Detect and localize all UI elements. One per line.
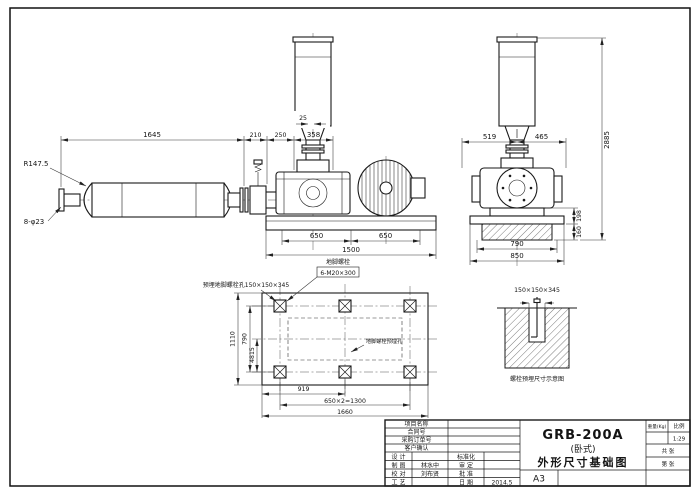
blower-casing bbox=[275, 171, 351, 215]
dim-2885: 2885 bbox=[603, 131, 611, 149]
anchor-bolt bbox=[403, 299, 417, 313]
dim-4815: 4815 bbox=[249, 347, 256, 363]
dim-358: 358 bbox=[307, 131, 320, 139]
anchor-bolt bbox=[338, 299, 352, 313]
dim-790: 790 bbox=[510, 240, 523, 248]
model-number: GRB-200A bbox=[542, 428, 623, 443]
inlet-silencer bbox=[292, 36, 334, 173]
note-inner: 地脚螺栓预埋孔 bbox=[366, 337, 403, 345]
anchor-bolt bbox=[273, 365, 287, 379]
label-design: 设 计 bbox=[392, 453, 406, 461]
anchor-bolt bbox=[273, 299, 287, 313]
label-customer: 客户确认 bbox=[404, 444, 428, 452]
label-review: 审 定 bbox=[459, 461, 473, 469]
dim-1660: 1660 bbox=[337, 409, 353, 416]
label-weight: 重量(Kg) bbox=[648, 423, 667, 430]
dim-198: 198 bbox=[576, 210, 583, 222]
value-check-name: 刘布贤 bbox=[421, 470, 439, 478]
label-purchase-order: 采购订单号 bbox=[401, 436, 431, 444]
plan-dimensions: 1110 790 4815 919 650×2=1300 1660 bbox=[230, 292, 429, 418]
dim-flange-holes: 8-φ23 bbox=[24, 218, 45, 226]
note-embedded-holes: 预埋地脚螺栓孔150×150×345 bbox=[203, 281, 290, 289]
dim-519: 519 bbox=[483, 133, 496, 141]
dim-radius: R147.5 bbox=[24, 160, 49, 168]
dim-650-right: 650 bbox=[379, 232, 392, 240]
dim-1500: 1500 bbox=[342, 246, 360, 254]
label-scale: 比例 bbox=[673, 422, 685, 430]
label-approve: 批 准 bbox=[459, 470, 473, 478]
drawing-title: 外形尺寸基础图 bbox=[537, 455, 629, 469]
label-project: 项目名称 bbox=[404, 420, 428, 428]
end-view-dimensions: 519 465 198 160 2885 790 850 bbox=[461, 37, 611, 265]
dim-650x2: 650×2=1300 bbox=[324, 398, 366, 405]
side-view-leaders: R147.5 8-φ23 bbox=[24, 160, 87, 226]
dim-650-left: 650 bbox=[310, 232, 323, 240]
label-contract: 合同号 bbox=[407, 428, 425, 436]
label-check: 校 对 bbox=[392, 470, 406, 478]
dim-465: 465 bbox=[535, 133, 548, 141]
dim-790-plan: 790 bbox=[242, 333, 249, 345]
dim-150x150x345: 150×150×345 bbox=[514, 287, 560, 294]
dim-919: 919 bbox=[298, 386, 310, 393]
side-view-dimensions: 1645 210 250 358 25 650 650 1500 bbox=[60, 111, 437, 259]
end-inlet-silencer bbox=[496, 36, 538, 169]
foundation-plan: 预埋地脚螺栓孔150×150×345 地脚螺栓 6-M20×300 地脚螺栓预埋… bbox=[203, 258, 438, 418]
note-anchor-bolt-spec: 6-M20×300 bbox=[320, 270, 355, 277]
value-scale: 1:29 bbox=[673, 437, 686, 443]
plan-notes: 预埋地脚螺栓孔150×150×345 地脚螺栓 6-M20×300 地脚螺栓预埋… bbox=[203, 258, 403, 353]
foundation-section bbox=[481, 223, 553, 241]
label-standardization: 标准化 bbox=[457, 453, 475, 461]
value-draft-name: 林水中 bbox=[421, 461, 439, 469]
sheet-border bbox=[9, 7, 691, 487]
dim-850: 850 bbox=[510, 252, 523, 260]
detail-caption: 螺栓预埋尺寸示意图 bbox=[510, 375, 564, 383]
title-block: 项目名称 合同号 采购订单号 客户确认 设 计 标准化 制 图 林水中 审 定 … bbox=[384, 419, 691, 487]
dim-1645: 1645 bbox=[143, 131, 161, 139]
discharge-silencer bbox=[58, 182, 241, 218]
label-craft: 工 艺 bbox=[392, 478, 406, 486]
dim-210: 210 bbox=[250, 132, 262, 139]
dim-160: 160 bbox=[576, 226, 583, 238]
end-blower-body bbox=[469, 167, 565, 241]
motor bbox=[357, 159, 426, 217]
label-date: 日 期 bbox=[459, 478, 473, 486]
dim-250: 250 bbox=[275, 132, 287, 139]
label-draft: 制 图 bbox=[392, 461, 406, 469]
label-sheet-no: 第 张 bbox=[662, 460, 675, 468]
anchor-bolt bbox=[403, 365, 417, 379]
value-date: 2014.5 bbox=[492, 479, 513, 486]
bolt-detail: 150×150×345 螺栓预埋尺寸示意图 bbox=[497, 287, 577, 383]
side-view: R147.5 8-φ23 1645 210 250 358 25 bbox=[24, 33, 437, 259]
dim-25: 25 bbox=[299, 115, 307, 122]
relief-valve bbox=[239, 159, 276, 215]
label-total-sheets: 共 张 bbox=[662, 447, 675, 455]
end-view: 519 465 198 160 2885 790 850 bbox=[461, 33, 611, 268]
base-frame bbox=[265, 215, 437, 231]
dim-1110: 1110 bbox=[230, 331, 237, 347]
note-anchor-bolt-title: 地脚螺栓 bbox=[326, 258, 350, 266]
anchor-bolt bbox=[338, 365, 352, 379]
sheet-size: A3 bbox=[533, 475, 545, 485]
type-note: (卧式) bbox=[570, 443, 595, 455]
